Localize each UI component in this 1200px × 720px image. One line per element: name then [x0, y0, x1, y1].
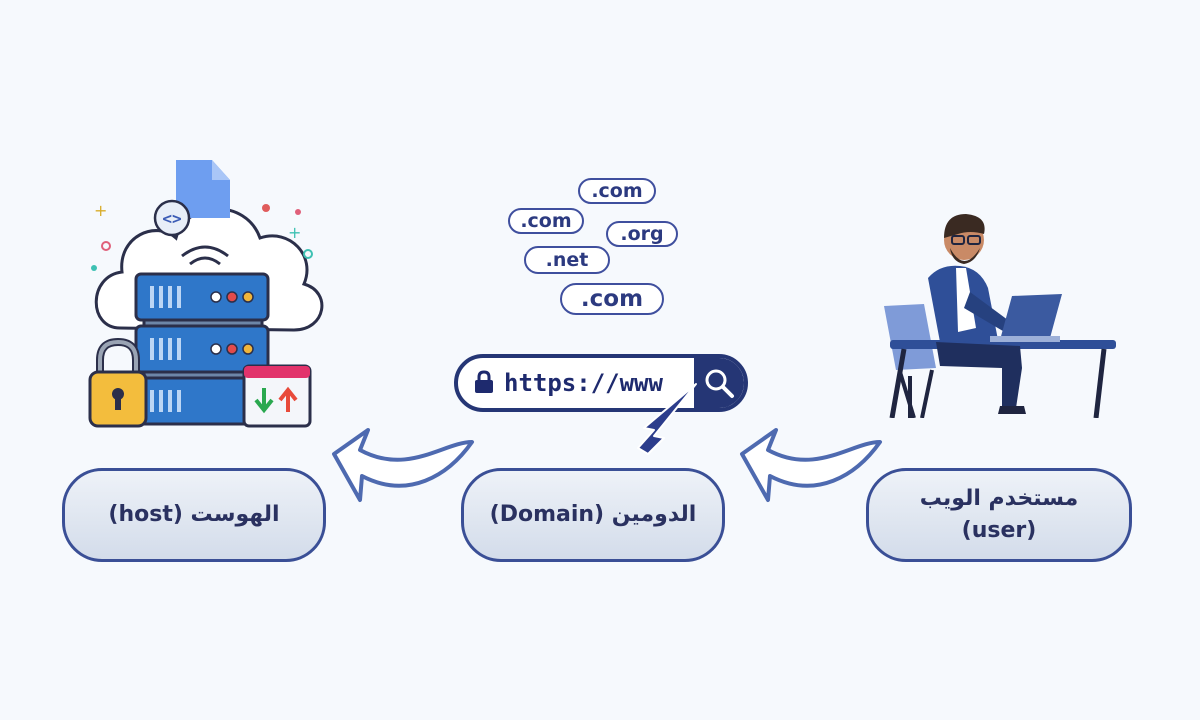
tld-bubble: .org [606, 221, 678, 247]
host-node: الهوست (host) [62, 468, 326, 562]
person-laptop-icon [884, 214, 1116, 418]
host-label: الهوست (host) [108, 502, 280, 527]
curved-arrow-left-icon [332, 428, 474, 502]
search-button[interactable] [694, 358, 744, 408]
svg-text:<>: <> [162, 209, 181, 228]
svg-text:+: + [94, 201, 107, 220]
cursor-icon [637, 383, 697, 455]
tld-bubble: .com [508, 208, 584, 234]
search-icon [705, 369, 734, 398]
domain-label: الدومين (Domain) [489, 502, 697, 527]
document-icon [176, 160, 230, 218]
url-text: https://www [504, 369, 663, 397]
svg-text:+: + [288, 223, 301, 242]
padlock-icon [88, 337, 148, 428]
user-node: مستخدم الويب (user) [866, 468, 1132, 562]
tld-bubble: .net [524, 246, 610, 274]
transfer-icon [242, 364, 312, 428]
domain-node: الدومين (Domain) [461, 468, 725, 562]
server-icon: <> + + [88, 160, 324, 428]
lock-icon [475, 370, 493, 393]
url-bar[interactable]: https://www [454, 354, 748, 412]
user-label-line2: (user) [961, 518, 1037, 543]
user-label-line1: مستخدم الويب [919, 486, 1079, 511]
curved-arrow-left-icon [740, 428, 882, 502]
tld-bubble: .com [578, 178, 656, 204]
tld-bubble: .com [560, 283, 664, 315]
